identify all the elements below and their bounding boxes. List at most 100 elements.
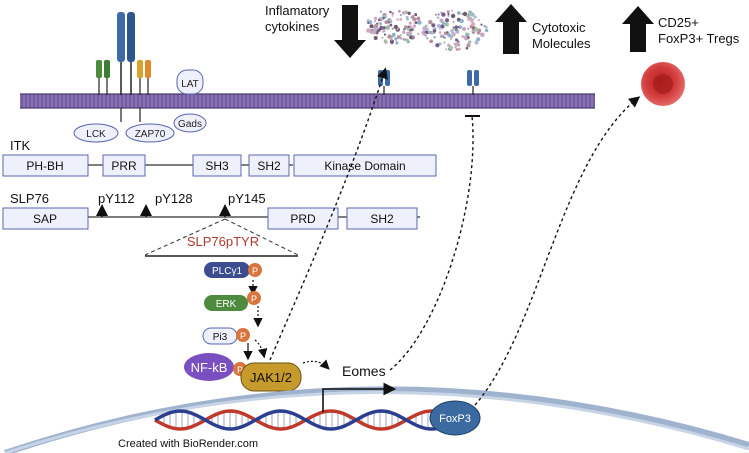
molecule-particle: [431, 23, 436, 28]
molecule-particle: [412, 17, 417, 22]
molecule-particle: [441, 21, 445, 25]
molecule-particle: [470, 19, 474, 23]
molecule-particle: [480, 32, 485, 38]
molecule-particle: [381, 36, 384, 39]
molecule-particle: [449, 37, 452, 40]
molecule-particle: [371, 30, 376, 35]
molecule-particle: [405, 38, 409, 42]
phospho-icon: [247, 291, 261, 305]
molecule-particle: [477, 19, 480, 22]
molecule-particle: [414, 21, 418, 24]
svg-text:P: P: [240, 331, 246, 341]
slp76ptyr-title: SLP76pTYR: [187, 234, 259, 249]
molecule-particle: [384, 20, 389, 24]
molecule-particle: [379, 16, 383, 20]
molecule-particle: [374, 20, 377, 23]
molecule-particle: [396, 35, 401, 39]
itk-domain-phbh: PH-BH: [26, 159, 63, 173]
molecule-particle: [409, 35, 413, 40]
molecule-particle: [399, 17, 403, 21]
molecule-particle: [476, 37, 481, 42]
plc-label: PLCγ1: [212, 266, 242, 277]
eomes-label: Eomes: [342, 363, 386, 379]
molecule-particle: [465, 46, 469, 50]
molecule-particle: [407, 25, 410, 28]
molecule-particle: [450, 29, 454, 33]
molecule-particle: [462, 26, 467, 32]
molecule-particle: [450, 35, 454, 38]
molecule-particle: [389, 23, 393, 27]
molecule-particle: [447, 14, 450, 18]
molecule-particle: [411, 15, 415, 19]
molecule-particle: [416, 16, 421, 21]
molecule-particle: [445, 18, 449, 23]
molecule-particle: [383, 39, 387, 43]
phospho-icon: [236, 328, 250, 342]
molecule-particle: [434, 13, 437, 16]
molecule-particle: [470, 12, 475, 17]
molecule-particle: [485, 25, 488, 29]
molecule-particle: [454, 46, 457, 49]
zap70-node: ZAP70: [125, 123, 175, 143]
molecule-particle: [433, 36, 436, 39]
molecule-particle: [393, 24, 398, 29]
up-arrow-icon: [622, 6, 654, 52]
molecule-particle: [457, 26, 460, 29]
gads-node: Gads: [173, 113, 207, 133]
molecule-particle: [391, 14, 394, 17]
molecule-particle: [436, 16, 440, 20]
molecule-particle: [477, 28, 482, 33]
erk-node: [204, 295, 248, 311]
foxp3-node: FoxP3: [429, 400, 481, 436]
site-py145: pY145: [228, 191, 266, 206]
down-arrow-icon: [334, 5, 366, 58]
molecule-particle: [417, 20, 422, 25]
molecule-particle: [426, 37, 429, 40]
slp76-label: SLP76: [10, 191, 49, 206]
cytotoxic-line1: Cytotoxic: [532, 20, 586, 35]
molecule-particle: [456, 28, 459, 31]
molecule-particle: [401, 11, 406, 15]
molecule-particle: [400, 34, 402, 37]
erk-label: ERK: [216, 299, 237, 310]
pathway-arrows: [269, 67, 641, 406]
molecule-particle: [396, 18, 399, 21]
molecule-particle: [408, 21, 412, 25]
molecule-particle: [441, 12, 446, 17]
molecule-particle: [439, 34, 444, 38]
molecule-particle: [374, 23, 379, 28]
molecule-particle: [398, 10, 401, 13]
molecule-particle: [438, 31, 442, 34]
molecule-particle: [472, 18, 475, 21]
tregs-line2: FoxP3+ Tregs: [658, 31, 740, 46]
molecule-particle: [417, 32, 420, 36]
molecule-particle: [367, 21, 370, 24]
molecule-particle: [389, 10, 392, 14]
molecule-particle: [394, 37, 398, 41]
plc-node: [204, 262, 250, 278]
membrane-channel-2: [467, 70, 479, 95]
molecule-particle: [473, 27, 479, 32]
molecule-particle: [471, 22, 476, 27]
molecule-particle: [379, 26, 384, 30]
molecule-particle: [428, 19, 433, 25]
molecule-particle: [369, 24, 374, 29]
slp76-protein: SLP76 SAP PRD SH2 pY112 pY128 pY145: [2, 191, 420, 230]
lat-label: LAT: [181, 79, 199, 90]
molecule-particle: [384, 33, 387, 36]
lck-label: LCK: [86, 129, 106, 140]
dna-helix: [154, 409, 441, 431]
molecule-particle: [433, 29, 437, 33]
molecule-particle: [406, 31, 409, 34]
slp76-domain-prd: PRD: [290, 212, 316, 226]
molecule-particle: [480, 23, 483, 26]
itk-protein: ITK PH-BH PRR SH3 SH2 Kinase Domain: [2, 138, 437, 177]
svg-text:P: P: [237, 365, 243, 375]
molecule-particle: [458, 25, 463, 30]
lat-node: LAT: [176, 69, 204, 95]
up-arrow-icon: [495, 4, 527, 54]
site-py128: pY128: [155, 191, 193, 206]
molecule-particle: [436, 23, 441, 28]
molecule-particle: [427, 30, 432, 35]
